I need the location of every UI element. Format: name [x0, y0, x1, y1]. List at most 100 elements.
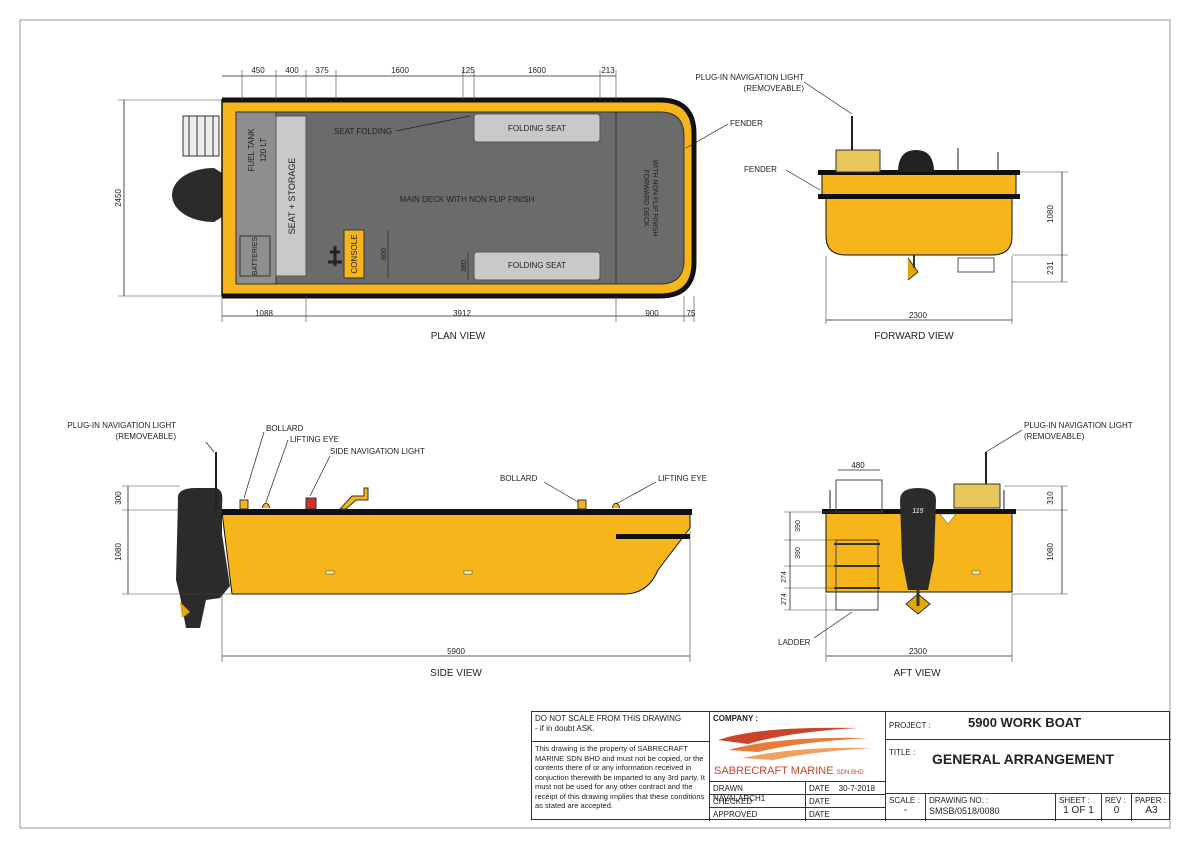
- aft-dim-left: 390: [795, 520, 802, 532]
- fender-label: FENDER: [730, 119, 763, 128]
- sheet-value: 1 OF 1: [1063, 805, 1094, 816]
- company-label: COMPANY :: [713, 714, 759, 723]
- project-label: PROJECT :: [889, 721, 931, 730]
- plan-dim-bottom: 900: [645, 309, 659, 318]
- drawing-border: [19, 19, 1171, 829]
- ladder: [835, 539, 879, 611]
- seat-storage: [275, 115, 307, 277]
- fuel-capacity-label: 120 LT: [259, 138, 268, 162]
- forward-dim-height: 1080: [1046, 205, 1055, 223]
- company-block: COMPANY : SABRECRAFT MARINE SDN BHD: [710, 712, 886, 782]
- plan-dim-bottom: 1088: [255, 309, 273, 318]
- seat-folding-label: SEAT FOLDING: [334, 127, 392, 136]
- outboard-motor-side: [176, 488, 230, 628]
- drawn-label-cell: DRAWN NAVALARCH1: [710, 782, 806, 803]
- outboard-motor-aft: [900, 488, 936, 590]
- paper-label: PAPER :: [1135, 796, 1166, 805]
- folding-seat-bottom: [473, 251, 601, 281]
- side-view: [122, 431, 692, 662]
- drawn-by: NAVALARCH1: [713, 794, 766, 803]
- checked-cell: CHECKED: [710, 795, 806, 808]
- forward-deck: [615, 111, 685, 285]
- plan-dim-bottom: 3912: [453, 309, 471, 318]
- paper-cell: PAPER : A3: [1132, 794, 1171, 821]
- hull-forward: [825, 195, 1013, 256]
- checked-date-cell: DATE: [806, 795, 886, 808]
- nav-light-label: PLUG-IN NAVIGATION LIGHT: [1024, 421, 1133, 430]
- side-dim-height: 1080: [114, 543, 123, 561]
- scale-note-line2: - if in doubt ASK.: [535, 724, 595, 733]
- plan-dim-top: 375: [315, 66, 329, 75]
- side-nav-light-label: SIDE NAVIGATION LIGHT: [330, 447, 425, 456]
- seat-storage-label: SEAT + STORAGE: [287, 158, 297, 235]
- plan-dim-seat: 380: [461, 260, 468, 272]
- nav-light-label: (REMOVEABLE): [1024, 432, 1085, 441]
- aft-view: [784, 429, 1068, 662]
- scale-label: SCALE :: [889, 796, 920, 805]
- aft-dim-ladder-width: 480: [851, 461, 865, 470]
- plan-view-title: PLAN VIEW: [431, 331, 486, 342]
- lifting-eye-label: LIFTING EYE: [658, 474, 707, 483]
- lifting-eye-label: LIFTING EYE: [290, 435, 339, 444]
- title-block: DO NOT SCALE FROM THIS DRAWING - if in d…: [531, 711, 1171, 821]
- plan-dim-top: 125: [461, 66, 475, 75]
- company-suffix: SDN BHD: [836, 770, 864, 776]
- property-note: This drawing is the property of SABRECRA…: [532, 742, 710, 821]
- rev-label: REV :: [1105, 796, 1126, 805]
- nav-light-label: (REMOVEABLE): [116, 432, 177, 441]
- paper-value: A3: [1145, 805, 1158, 816]
- approved-cell: APPROVED: [710, 808, 806, 821]
- bollard-label: BOLLARD: [500, 474, 538, 483]
- side-dim-top: 300: [114, 491, 123, 505]
- drawing-no-cell: DRAWING NO. : SMSB/0518/0080: [926, 794, 1056, 821]
- plan-dim-console: 600: [381, 248, 388, 260]
- company-name: SABRECRAFT MARINE: [714, 765, 834, 777]
- batteries-box: [239, 235, 271, 277]
- aft-dim-left: 274: [781, 593, 788, 605]
- side-dim-length: 5900: [447, 647, 465, 656]
- rev-cell: REV : 0: [1102, 794, 1132, 821]
- nav-light-label: PLUG-IN NAVIGATION LIGHT: [695, 73, 804, 82]
- fuel-tank-label: FUEL TANK: [247, 128, 256, 172]
- aft-dim-height: 1080: [1046, 543, 1055, 561]
- hull-side: [221, 511, 691, 595]
- aft-dim-left: 390: [795, 547, 802, 559]
- plan-view: [118, 70, 729, 322]
- scale-note: DO NOT SCALE FROM THIS DRAWING - if in d…: [532, 712, 710, 742]
- scale-note-line1: DO NOT SCALE FROM THIS DRAWING: [535, 714, 682, 723]
- drawing-title: GENERAL ARRANGEMENT: [932, 751, 1115, 767]
- plan-dim-top: 1600: [391, 66, 409, 75]
- main-deck-label: MAIN DECK WITH NON FLIP FINISH: [400, 195, 535, 204]
- nav-light-label: PLUG-IN NAVIGATION LIGHT: [67, 421, 176, 430]
- scale-value: -: [903, 805, 908, 816]
- rev-value: 0: [1113, 805, 1120, 816]
- fender-plan: [659, 97, 697, 299]
- title-label: TITLE :: [889, 748, 916, 757]
- fender-label: FENDER: [744, 165, 777, 174]
- plan-dim-top: 450: [251, 66, 265, 75]
- drawing-no-label: DRAWING NO. :: [929, 796, 989, 805]
- title-cell: TITLE : GENERAL ARRANGEMENT: [886, 740, 1171, 794]
- plan-dim-top: 213: [601, 66, 615, 75]
- plan-dim-top: 1600: [528, 66, 546, 75]
- side-view-title: SIDE VIEW: [430, 668, 482, 679]
- motor-badge: 115: [912, 508, 923, 515]
- drawing-no: SMSB/0518/0080: [929, 806, 1000, 816]
- nav-light-label: (REMOVEABLE): [744, 84, 805, 93]
- forward-deck-label: WITH NON FLIP FINISH: [651, 160, 658, 237]
- aft-view-title: AFT VIEW: [893, 668, 941, 679]
- swim-step: [182, 115, 220, 157]
- folding-seat-label: FOLDING SEAT: [508, 261, 566, 270]
- plan-dim-bottom: 75: [687, 309, 696, 318]
- folding-seat-top: [473, 113, 601, 143]
- approved-date-cell: DATE: [806, 808, 886, 821]
- date-label: DATE: [809, 784, 830, 793]
- plan-dim-top: 400: [285, 66, 299, 75]
- drawn-label: DRAWN: [713, 784, 743, 793]
- console-plan: [343, 229, 365, 279]
- project-cell: PROJECT : 5900 WORK BOAT: [886, 712, 1171, 740]
- console-label: CONSOLE: [350, 234, 359, 273]
- forward-dim-low: 231: [1046, 261, 1055, 275]
- drawn-date: 30-7-2018: [838, 784, 876, 793]
- forward-deck-label: FORWARD DECK: [642, 169, 649, 227]
